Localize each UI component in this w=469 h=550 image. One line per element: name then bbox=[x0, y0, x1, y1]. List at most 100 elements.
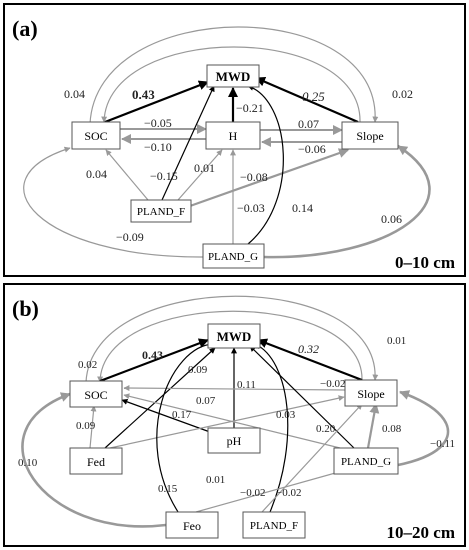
coef-b-feo-soc: 0.10 bbox=[18, 457, 38, 469]
edge-b-fed-soc bbox=[89, 405, 97, 449]
coef-a-pland-g-h: −0.03 bbox=[237, 201, 265, 215]
coef-b-fed-mwd: 0.09 bbox=[188, 364, 208, 376]
coef-a-pland-g-soc: −0.09 bbox=[116, 230, 144, 244]
coef-a-slope-h: −0.06 bbox=[298, 142, 326, 156]
node-a-slope: Slope bbox=[341, 121, 399, 150]
coef-b-fed-soc: 0.09 bbox=[76, 420, 96, 432]
panel-b-label: (b) bbox=[12, 296, 39, 321]
edge-a-pland-f-mwd bbox=[161, 85, 215, 201]
coef-a-h-slope: 0.07 bbox=[298, 117, 319, 131]
edge-a-pland-g-slope bbox=[263, 144, 431, 259]
coef-b-pland-f-slope: −0.02 bbox=[276, 487, 301, 499]
node-a-mwd: MWD bbox=[206, 64, 260, 88]
node-b-ph: pH bbox=[207, 427, 261, 454]
coef-b-pland-g-slope-outer: −0.11 bbox=[430, 438, 455, 450]
node-a-mwd-label: MWD bbox=[216, 69, 251, 84]
node-b-soc: SOC bbox=[69, 380, 123, 408]
edge-b-fed-slope bbox=[109, 395, 345, 449]
edge-a-slope-soc-arc bbox=[101, 46, 361, 123]
coef-b-slope-mwd: 0.32 bbox=[298, 342, 319, 356]
coef-b-pland-g-slope: 0.08 bbox=[382, 423, 402, 435]
coef-a-slope-mwd: 0.25 bbox=[302, 89, 325, 104]
edge-b-pland-g-slope bbox=[366, 403, 380, 449]
node-b-pland-g-label: PLAND_G bbox=[341, 456, 391, 468]
coef-b-fed-slope: 0.03 bbox=[276, 409, 296, 421]
node-a-pland-g-label: PLAND_G bbox=[208, 251, 258, 263]
node-a-soc-label: SOC bbox=[84, 129, 107, 143]
edge-b-ph-soc bbox=[121, 399, 211, 433]
coef-b-feo-mwd: 0.15 bbox=[158, 483, 178, 495]
node-b-pland-g: PLAND_G bbox=[333, 447, 399, 475]
edge-b-feo-mwd bbox=[156, 341, 215, 516]
node-a-pland-g: PLAND_G bbox=[202, 243, 265, 269]
coef-b-slope-soc-arc: 0.01 bbox=[387, 335, 406, 347]
panel-b-frame bbox=[3, 283, 466, 547]
node-b-fed: Fed bbox=[69, 447, 123, 475]
edge-b-fed-mwd bbox=[104, 347, 216, 449]
node-b-ph-label: pH bbox=[227, 434, 242, 448]
panel-a-frame bbox=[3, 3, 466, 277]
coef-a-pland-f-slope: −0.08 bbox=[240, 170, 268, 184]
node-b-pland-f: PLAND_F bbox=[242, 511, 306, 539]
edge-a-pland-f-soc bbox=[105, 149, 149, 201]
edge-b-feo-soc bbox=[21, 392, 167, 528]
coef-a-pland-g-mwd: 0.14 bbox=[292, 201, 313, 215]
panel-b: (b) 10–20 cm 0.02 0.01 0.43 0.32 0.09 0.… bbox=[3, 283, 466, 547]
coef-a-slope-soc-arc: 0.02 bbox=[392, 87, 413, 101]
node-b-soc-label: SOC bbox=[84, 388, 107, 402]
coef-b-pland-f-mwd: 0.01 bbox=[206, 474, 225, 486]
coef-b-pland-g-soc: 0.07 bbox=[196, 395, 216, 407]
coef-b-ph-mwd: 0.11 bbox=[237, 379, 256, 391]
node-b-slope-label: Slope bbox=[357, 387, 384, 401]
edge-b-slope-mwd bbox=[257, 338, 363, 382]
coef-a-pland-f-mwd: −0.15 bbox=[150, 169, 178, 183]
coef-a-soc-mwd: 0.43 bbox=[132, 87, 155, 102]
coef-a-h-soc: −0.10 bbox=[144, 140, 172, 154]
edge-b-slope-soc bbox=[123, 385, 346, 392]
node-a-h-label: H bbox=[229, 129, 238, 143]
coef-b-soc-slope-arc: 0.02 bbox=[78, 359, 97, 371]
node-b-mwd-label: MWD bbox=[217, 329, 252, 344]
panel-a-label: (a) bbox=[12, 16, 38, 41]
node-b-fed-label: Fed bbox=[87, 455, 105, 469]
node-b-pland-f-label: PLAND_F bbox=[250, 520, 298, 532]
coef-b-ph-soc: 0.17 bbox=[172, 409, 192, 421]
edge-a-slope-mwd bbox=[255, 76, 359, 124]
node-b-mwd: MWD bbox=[207, 323, 261, 349]
coef-b-soc-mwd: 0.43 bbox=[142, 348, 163, 362]
node-b-feo-label: Feo bbox=[183, 519, 201, 533]
coef-b-slope-soc: −0.02 bbox=[320, 378, 345, 390]
coef-a-pland-f-soc: 0.04 bbox=[86, 167, 107, 181]
edge-a-pland-f-slope bbox=[189, 148, 349, 208]
edge-b-pland-f-slope bbox=[261, 403, 363, 513]
edge-b-soc-mwd bbox=[99, 338, 209, 383]
edge-a-pland-g-mwd bbox=[247, 84, 284, 245]
node-b-feo: Feo bbox=[165, 511, 219, 539]
panel-a-depth-label: 0–10 cm bbox=[395, 253, 455, 272]
coef-b-pland-g-mwd: 0.20 bbox=[316, 423, 336, 435]
coef-a-pland-g-slope: 0.06 bbox=[381, 212, 402, 226]
edge-a-soc-mwd bbox=[104, 80, 209, 124]
node-a-pland-f: PLAND_F bbox=[130, 199, 192, 223]
coef-a-h-mwd: −0.21 bbox=[236, 101, 264, 115]
node-b-slope: Slope bbox=[344, 379, 398, 407]
coef-b-feo-pland-g: −0.02 bbox=[240, 487, 265, 499]
edge-b-pland-f-mwd bbox=[254, 343, 289, 513]
panel-b-depth-label: 10–20 cm bbox=[387, 523, 455, 542]
coef-a-soc-h: −0.05 bbox=[144, 116, 172, 130]
edge-b-slope-soc-arc bbox=[97, 310, 363, 383]
coef-a-pland-f-h: 0.01 bbox=[194, 161, 215, 175]
edge-b-feo-pland-g bbox=[195, 468, 347, 513]
node-a-pland-f-label: PLAND_F bbox=[137, 206, 185, 218]
panel-a: (a) 0–10 cm 0.04 0.02 0.43 −0.21 0.25 −0… bbox=[3, 3, 466, 277]
coef-a-soc-slope-arc: 0.04 bbox=[64, 87, 85, 101]
edge-b-soc-slope-arc bbox=[85, 295, 379, 383]
edge-a-pland-g-soc bbox=[23, 146, 204, 258]
edge-a-pland-f-h bbox=[177, 149, 223, 201]
node-a-slope-label: Slope bbox=[356, 129, 383, 143]
node-a-soc: SOC bbox=[71, 121, 121, 150]
edge-b-pland-g-mwd bbox=[249, 345, 355, 449]
edge-a-soc-slope-arc bbox=[89, 26, 379, 125]
node-a-h: H bbox=[205, 121, 261, 150]
